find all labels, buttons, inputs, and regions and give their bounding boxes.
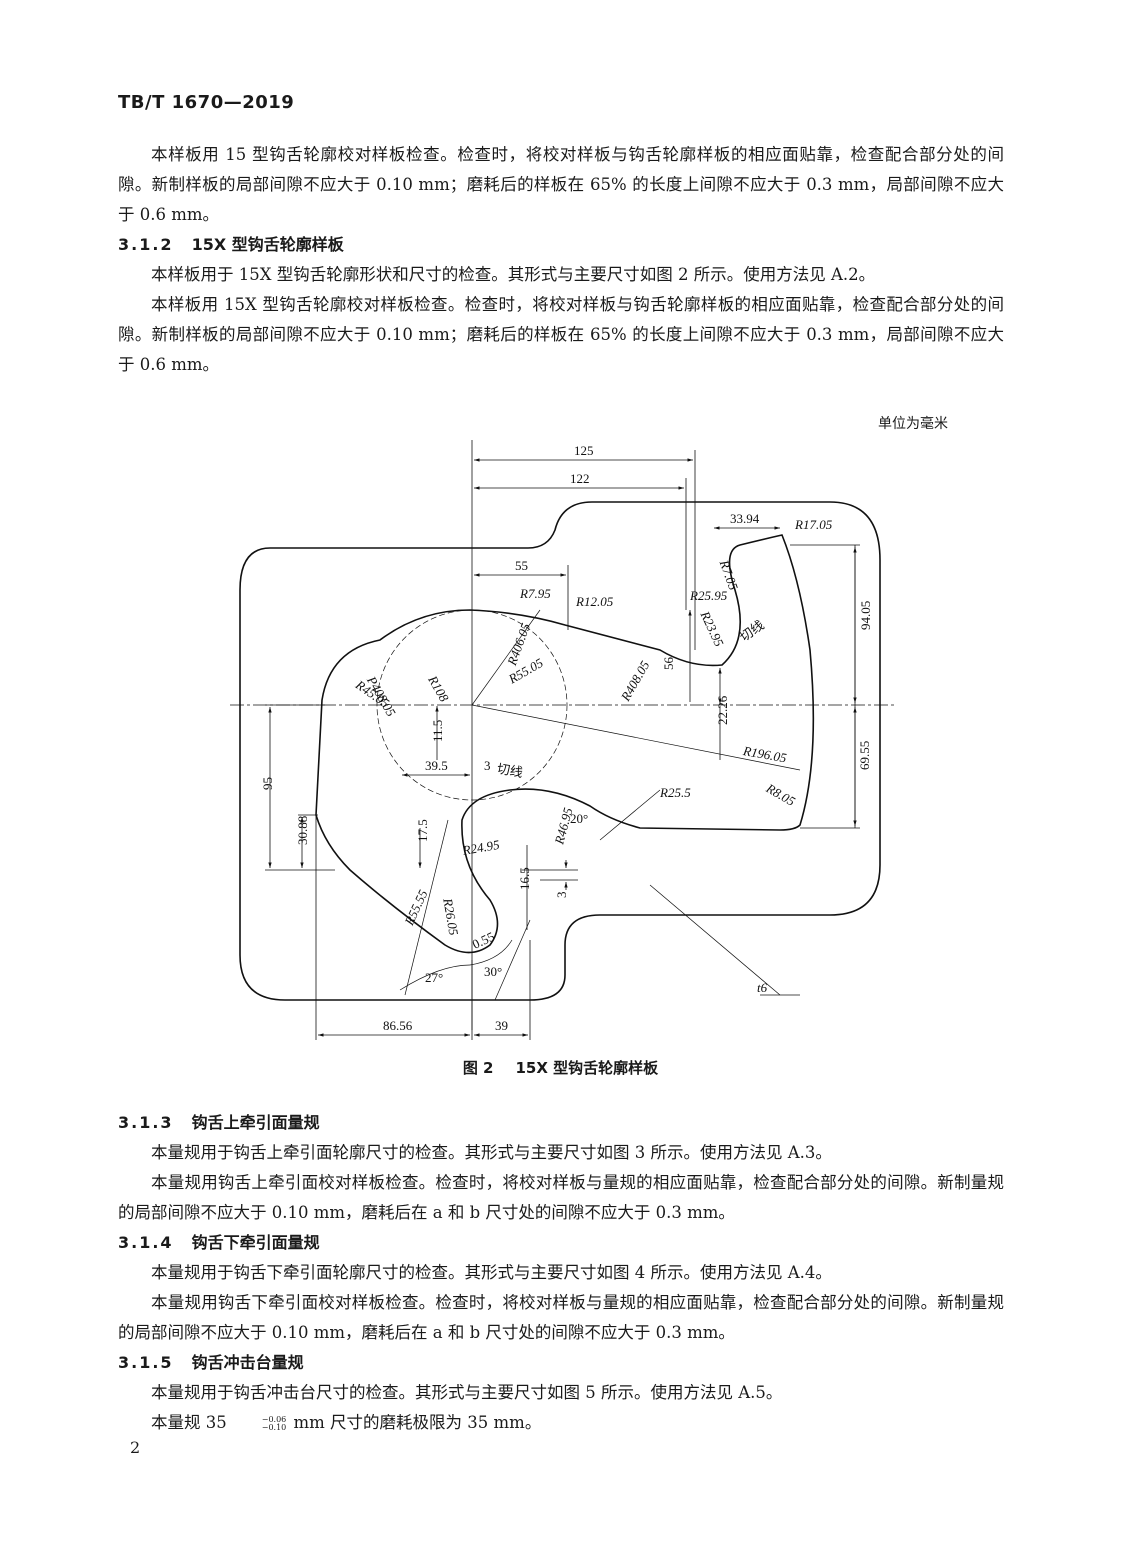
- angle-30: 30°: [484, 964, 502, 979]
- dim-3-center: 3: [484, 758, 491, 773]
- figure-caption: 图 2 15X 型钩舌轮廓样板: [0, 1057, 1121, 1078]
- section-title: 钩舌冲击台量规: [191, 1353, 304, 1372]
- dim-56: 56: [661, 657, 676, 671]
- paragraph: 本量规用钩舌上牵引面校对样板检查。检查时，将校对样板与量规的相应面贴靠，检查配合…: [118, 1173, 1004, 1222]
- dim-125: 125: [574, 443, 594, 458]
- dim-r12-05: R12.05: [575, 594, 614, 609]
- dim-17-5: 17.5: [415, 819, 430, 842]
- section-title: 钩舌下牵引面量规: [191, 1233, 320, 1252]
- figure-title: 15X 型钩舌轮廓样板: [515, 1059, 659, 1077]
- dim-39: 39: [495, 1018, 508, 1033]
- label-t6: t6: [757, 980, 768, 995]
- text-fragment: 本量规 35: [151, 1413, 227, 1432]
- hook-profile: [315, 534, 815, 954]
- section-title: 钩舌上牵引面量规: [191, 1113, 320, 1132]
- section-number: 3.1.4: [118, 1233, 174, 1252]
- dim-16-5: 16.5: [517, 867, 532, 890]
- paragraph: 本量规用钩舌下牵引面校对样板检查。检查时，将校对样板与量规的相应面贴靠，检查配合…: [118, 1293, 1004, 1342]
- paragraph: 本量规用于钩舌上牵引面轮廓尺寸的检查。其形式与主要尺寸如图 3 所示。使用方法见…: [151, 1143, 832, 1162]
- label-tangent-upper: 切线: [737, 617, 767, 644]
- tolerance: −0.06−0.10: [229, 1414, 287, 1432]
- angle-20: 20°: [570, 811, 588, 826]
- paragraph: 本量规用于钩舌下牵引面轮廓尺寸的检查。其形式与主要尺寸如图 4 所示。使用方法见…: [151, 1263, 832, 1282]
- section-heading-3-1-3: 3.1.3 钩舌上牵引面量规: [118, 1108, 1004, 1138]
- dim-r26-05: R26.05: [440, 896, 461, 937]
- dim-122: 122: [570, 471, 590, 486]
- dim-11-5: 11.5: [430, 720, 445, 742]
- dim-22-26: 22.26: [715, 695, 730, 725]
- tolerance-upper: −0.06: [261, 1414, 287, 1424]
- paragraph: 本量规用于钩舌冲击台尺寸的检查。其形式与主要尺寸如图 5 所示。使用方法见 A.…: [151, 1383, 783, 1402]
- dim-r108: R108: [425, 672, 452, 705]
- dim-r46-95: R46.95: [551, 805, 576, 846]
- paragraph: 本样板用 15 型钩舌轮廓校对样板检查。检查时，将校对样板与钩舌轮廓样板的相应面…: [118, 145, 1004, 224]
- dim-30-88: 30.88: [295, 816, 310, 845]
- dim-39-5: 39.5: [425, 758, 448, 773]
- dim-94-05: 94.05: [858, 601, 873, 630]
- section-number: 3.1.3: [118, 1113, 174, 1132]
- dim-r25-95: R25.95: [689, 588, 728, 603]
- dim-69-55: 69.55: [857, 741, 872, 770]
- paragraph-tolerance: 本量规 35−0.06−0.10 mm 尺寸的磨耗极限为 35 mm。: [118, 1408, 1004, 1438]
- paragraph: 本样板用 15X 型钩舌轮廓校对样板检查。检查时，将校对样板与钩舌轮廓样板的相应…: [118, 295, 1004, 374]
- page-number: 2: [130, 1438, 141, 1457]
- section-number: 3.1.2: [118, 235, 174, 254]
- dim-3-lower: 3: [554, 892, 569, 899]
- dim-r408-05: R408.05: [617, 658, 653, 705]
- figure-2-drawing: 125 122 33.94 R17.05 R7.05 94.05 69.55 5…: [230, 440, 895, 1040]
- section-heading-3-1-2: 3.1.2 15X 型钩舌轮廓样板: [118, 230, 1004, 260]
- doc-header: TB/T 1670—2019: [118, 92, 295, 113]
- section-number: 3.1.5: [118, 1353, 174, 1372]
- label-tangent-center: 切线: [496, 761, 524, 780]
- dim-86-56: 86.56: [383, 1018, 413, 1033]
- dim-33-94: 33.94: [730, 511, 760, 526]
- section-title: 15X 型钩舌轮廓样板: [191, 235, 344, 254]
- unit-note: 单位为毫米: [878, 416, 948, 432]
- dim-r7-95: R7.95: [519, 586, 551, 601]
- text-fragment: mm 尺寸的磨耗极限为 35 mm。: [288, 1413, 542, 1432]
- paragraph: 本样板用于 15X 型钩舌轮廓形状和尺寸的检查。其形式与主要尺寸如图 2 所示。…: [151, 265, 876, 284]
- angle-27: 27°: [425, 970, 443, 985]
- section-heading-3-1-4: 3.1.4 钩舌下牵引面量规: [118, 1228, 1004, 1258]
- dim-r24-95: R24.95: [460, 837, 501, 858]
- dim-r25-5: R25.5: [659, 785, 691, 800]
- dim-r8-05: R8.05: [763, 780, 798, 809]
- plate-outline: [239, 501, 881, 1001]
- dim-r17-05: R17.05: [794, 517, 833, 532]
- figure-number: 图 2: [462, 1059, 494, 1077]
- body-top: 本样板用 15 型钩舌轮廓校对样板检查。检查时，将校对样板与钩舌轮廓样板的相应面…: [118, 140, 1004, 380]
- dim-r196-05: R196.05: [741, 743, 788, 766]
- dim-0-55: 0.55: [470, 929, 497, 952]
- dim-95: 95: [260, 777, 275, 790]
- dim-55: 55: [515, 558, 528, 573]
- body-bottom: 3.1.3 钩舌上牵引面量规 本量规用于钩舌上牵引面轮廓尺寸的检查。其形式与主要尺…: [118, 1108, 1004, 1438]
- tolerance-lower: −0.10: [261, 1422, 287, 1432]
- section-heading-3-1-5: 3.1.5 钩舌冲击台量规: [118, 1348, 1004, 1378]
- dim-r23-95: R23.95: [697, 608, 727, 649]
